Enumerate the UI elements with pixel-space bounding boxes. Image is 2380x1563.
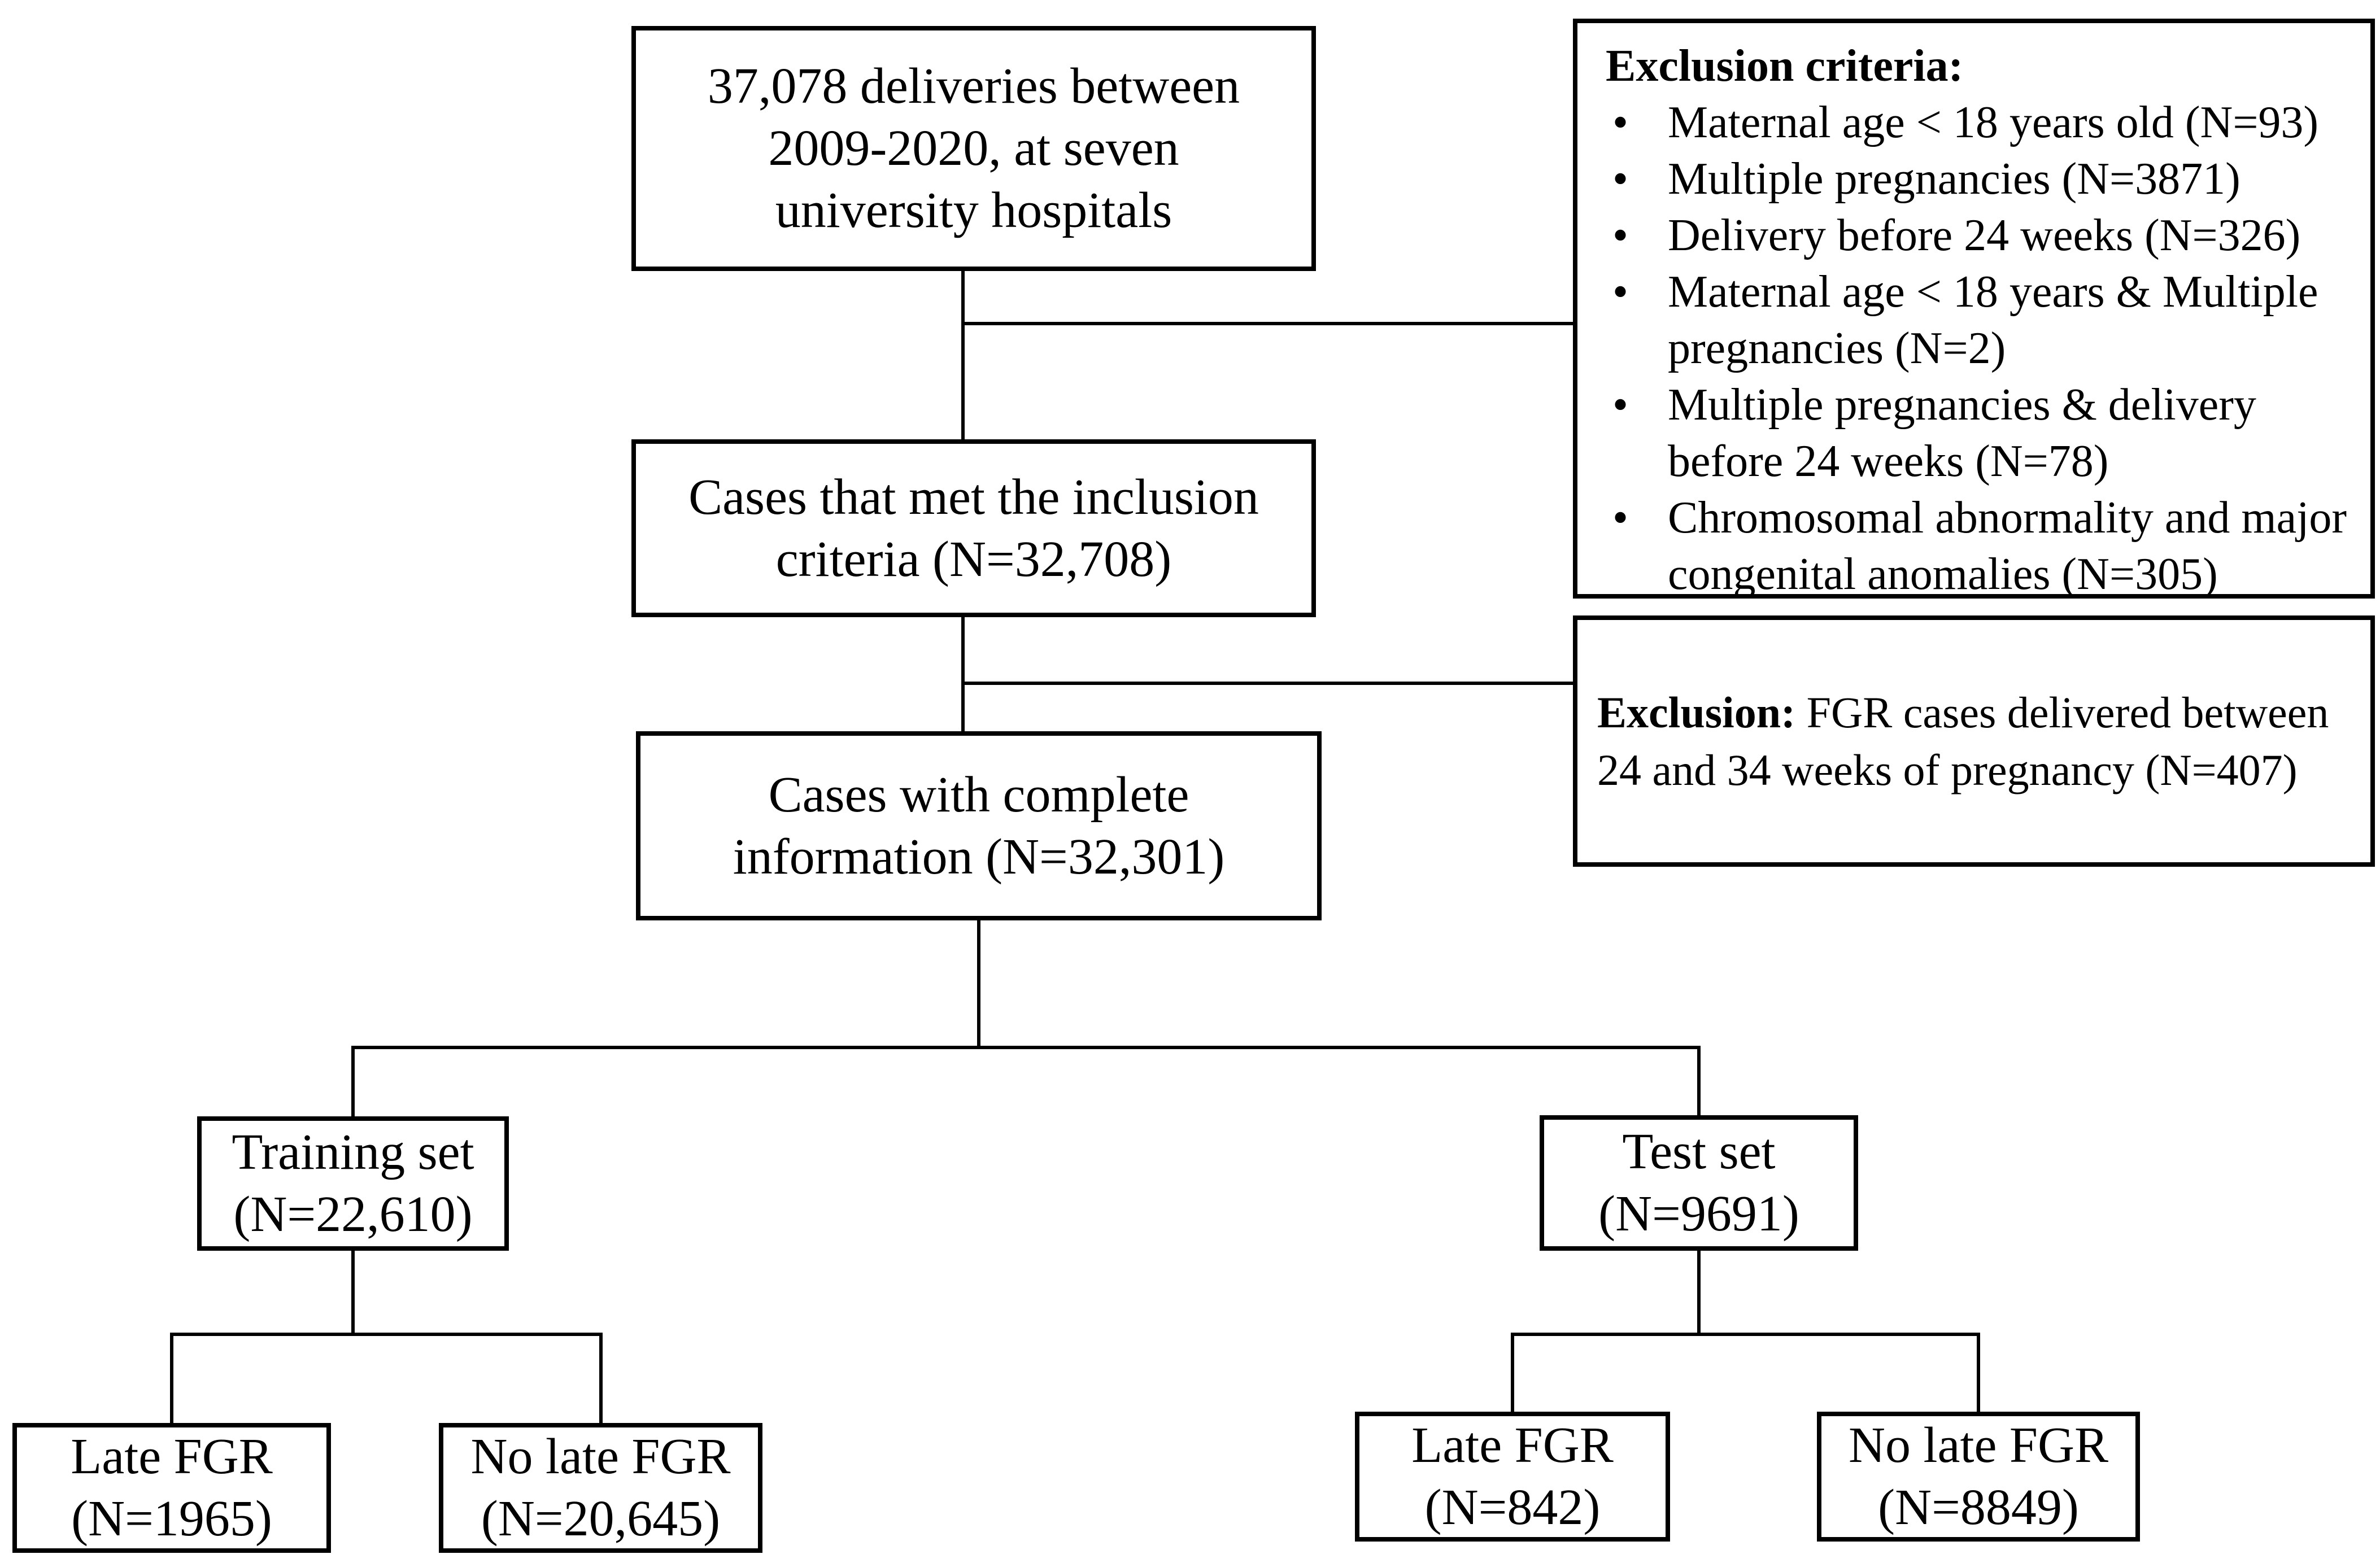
bullet-icon: • (1612, 380, 1629, 430)
training-no-late-fgr-text: No late FGR (N=20,645) (470, 1429, 731, 1547)
connector-split-test-leaves (1511, 1333, 1980, 1336)
connector-branch-to-exclusion-note (961, 682, 1573, 685)
connector-drop-test (1697, 1046, 1701, 1115)
test-set-text: Test set (N=9691) (1598, 1124, 1799, 1242)
exclusion-criteria-content: Exclusion criteria: • Maternal age < 18 … (1606, 38, 2347, 603)
bullet-icon: • (1612, 154, 1629, 204)
connector-inclusion-to-complete (961, 617, 965, 731)
test-no-late-fgr-box: No late FGR (N=8849) (1817, 1412, 2140, 1542)
exclusion-item: • Maternal age < 18 years old (N=93) (1606, 94, 2347, 151)
test-no-late-fgr-text: No late FGR (N=8849) (1849, 1417, 2108, 1535)
training-late-fgr-box: Late FGR (N=1965) (12, 1423, 331, 1553)
connector-top-to-inclusion (961, 271, 965, 439)
test-late-fgr-text: Late FGR (N=842) (1411, 1417, 1614, 1535)
connector-split-train-test (351, 1046, 1701, 1049)
connector-split-training-leaves (170, 1333, 603, 1336)
exclusion-item-text: Chromosomal abnormality and major congen… (1668, 493, 2347, 599)
connector-training-stem (351, 1251, 355, 1333)
connector-drop-training-late-fgr (170, 1333, 173, 1423)
complete-information-text: Cases with complete information (N=32,30… (733, 766, 1225, 885)
deliveries-box: 37,078 deliveries between 2009-2020, at … (631, 26, 1316, 271)
exclusion-item-text: Multiple pregnancies & delivery before 2… (1668, 380, 2256, 486)
connector-complete-stem (977, 920, 980, 1046)
training-late-fgr-text: Late FGR (N=1965) (71, 1429, 273, 1547)
bullet-icon: • (1612, 267, 1629, 317)
bullet-icon: • (1612, 98, 1629, 147)
training-set-text: Training set (N=22,610) (232, 1124, 474, 1242)
deliveries-text: 37,078 deliveries between 2009-2020, at … (707, 58, 1240, 238)
exclusion-item: • Chromosomal abnormality and major cong… (1606, 490, 2347, 603)
exclusion-item: • Multiple pregnancies & delivery before… (1606, 377, 2347, 490)
exclusion-item: • Multiple pregnancies (N=3871) (1606, 151, 2347, 207)
test-set-box: Test set (N=9691) (1540, 1115, 1858, 1251)
connector-drop-training (351, 1046, 355, 1116)
exclusion-item-text: Delivery before 24 weeks (N=326) (1668, 211, 2301, 260)
training-set-box: Training set (N=22,610) (197, 1116, 509, 1251)
connector-branch-to-exclusion-criteria (961, 322, 1573, 325)
training-no-late-fgr-box: No late FGR (N=20,645) (439, 1423, 762, 1553)
exclusion-item-text: Maternal age < 18 years & Multiple pregn… (1668, 267, 2318, 373)
exclusion-note-prefix: Exclusion: (1597, 688, 1796, 737)
exclusion-item: • Delivery before 24 weeks (N=326) (1606, 207, 2347, 264)
test-late-fgr-box: Late FGR (N=842) (1355, 1412, 1670, 1542)
exclusion-note-text: Exclusion: FGR cases delivered between 2… (1597, 684, 2329, 798)
exclusion-criteria-title: Exclusion criteria: (1606, 41, 1964, 91)
inclusion-criteria-box: Cases that met the inclusion criteria (N… (631, 439, 1316, 617)
connector-drop-test-no-late-fgr (1977, 1333, 1980, 1412)
exclusion-item-text: Multiple pregnancies (N=3871) (1668, 154, 2240, 204)
exclusion-item-text: Maternal age < 18 years old (N=93) (1668, 98, 2319, 147)
inclusion-criteria-text: Cases that met the inclusion criteria (N… (688, 469, 1259, 587)
exclusion-criteria-box: Exclusion criteria: • Maternal age < 18 … (1573, 19, 2375, 599)
complete-information-box: Cases with complete information (N=32,30… (636, 731, 1322, 920)
connector-drop-training-no-late-fgr (599, 1333, 603, 1423)
connector-test-stem (1697, 1251, 1701, 1333)
exclusion-note-box: Exclusion: FGR cases delivered between 2… (1573, 615, 2375, 867)
exclusion-item: • Maternal age < 18 years & Multiple pre… (1606, 264, 2347, 377)
bullet-icon: • (1612, 493, 1629, 543)
connector-drop-test-late-fgr (1511, 1333, 1514, 1412)
exclusion-note-body: FGR cases delivered between 24 and 34 we… (1597, 688, 2329, 794)
bullet-icon: • (1612, 211, 1629, 260)
